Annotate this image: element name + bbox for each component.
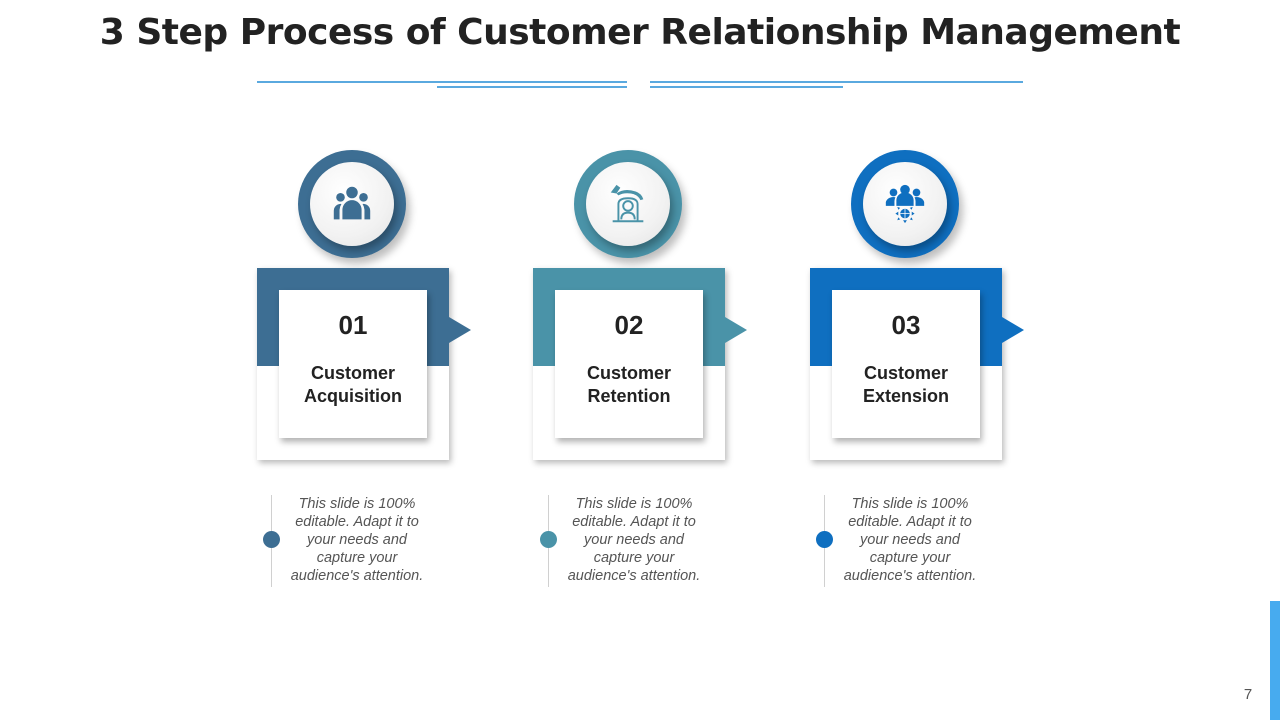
title-rule (257, 81, 627, 83)
step-description-3: This slide is 100% editable. Adapt it to… (816, 495, 994, 587)
step-card: 01 Customer Acquisition (279, 290, 427, 438)
people-group-icon (333, 186, 371, 220)
step-arrow (1002, 317, 1024, 343)
step-label-line: Acquisition (304, 386, 402, 406)
step-block: 01 Customer Acquisition (257, 268, 471, 460)
title-rule (437, 86, 627, 88)
slide-title: 3 Step Process of Customer Relationship … (99, 12, 1181, 53)
timeline-dot (540, 531, 557, 548)
step-2: 02 Customer Retention (533, 150, 753, 470)
icon-ring (851, 150, 959, 258)
step-number: 01 (338, 310, 368, 340)
step-label-line: Extension (862, 386, 950, 406)
description-text: This slide is 100% editable. Adapt it to… (843, 496, 977, 584)
step-label-line: Customer (863, 363, 948, 383)
step-card: 03 Customer Extension (832, 290, 980, 438)
page-number: 7 (1243, 686, 1253, 703)
step-label-line: Customer (310, 363, 395, 383)
icon-disc (310, 162, 394, 246)
accent-bar (1270, 601, 1280, 720)
description-text: This slide is 100% editable. Adapt it to… (567, 496, 701, 584)
step-block: 03 Customer Extension (810, 268, 1024, 460)
step-number: 03 (891, 310, 921, 340)
timeline-dot (263, 531, 280, 548)
icon-disc (863, 162, 947, 246)
step-block: 02 Customer Retention (533, 268, 747, 460)
step-label: Customer Retention (555, 362, 703, 408)
icon-disc (586, 162, 670, 246)
description-text: This slide is 100% editable. Adapt it to… (290, 496, 424, 584)
title-rule (650, 81, 1023, 83)
step-label-line: Customer (586, 363, 671, 383)
step-label: Customer Extension (832, 362, 980, 408)
step-arrow (725, 317, 747, 343)
step-description-2: This slide is 100% editable. Adapt it to… (540, 495, 718, 587)
step-label-line: Retention (587, 386, 671, 406)
step-label: Customer Acquisition (279, 362, 427, 408)
timeline-dot (816, 531, 833, 548)
step-1: 01 Customer Acquisition (257, 150, 477, 470)
network-group-icon (885, 184, 925, 224)
step-arrow (449, 317, 471, 343)
icon-ring (298, 150, 406, 258)
step-description-1: This slide is 100% editable. Adapt it to… (263, 495, 441, 587)
step-number: 02 (614, 310, 644, 340)
step-card: 02 Customer Retention (555, 290, 703, 438)
step-3: 03 Customer Extension (810, 150, 1030, 470)
hand-protecting-person-icon (610, 184, 644, 223)
title-rule (650, 86, 843, 88)
icon-ring (574, 150, 682, 258)
